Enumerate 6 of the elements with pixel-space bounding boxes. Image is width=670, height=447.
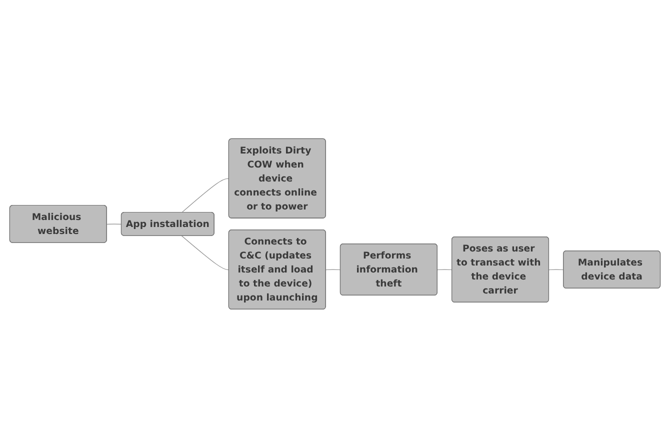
connector — [181, 235, 230, 270]
connector — [181, 178, 230, 212]
connector — [106, 223, 122, 224]
connector — [548, 268, 564, 270]
connector — [326, 268, 341, 270]
connector — [437, 268, 452, 270]
